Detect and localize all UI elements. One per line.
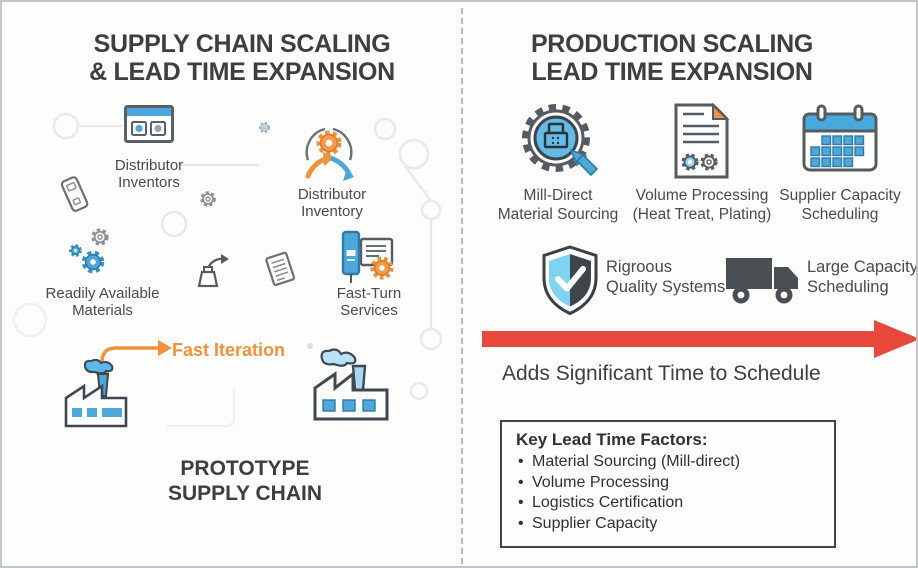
key-factors-box: Key Lead Time Factors: Material Sourcing… xyxy=(500,420,836,548)
gear-icon xyxy=(199,190,217,208)
label-line: Large Capacity xyxy=(807,258,918,276)
key-factor-item: Material Sourcing (Mill-direct) xyxy=(516,452,820,473)
gear-icon xyxy=(90,227,110,247)
factory-icon xyxy=(58,358,134,428)
label-mill-direct-sourcing: Mill-Direct Material Sourcing xyxy=(491,186,625,224)
sync-arrows-gear-icon xyxy=(299,124,359,182)
label-line: Quality Systems xyxy=(606,278,726,296)
label-line: Distributor xyxy=(297,186,367,203)
label-line: Readily Available xyxy=(45,285,160,302)
label-line: Volume Processing xyxy=(635,187,769,204)
key-factor-item: Supplier Capacity xyxy=(516,514,820,535)
label-line: Inventors xyxy=(118,174,180,191)
key-factors-heading: Key Lead Time Factors: xyxy=(516,430,708,449)
gear-icon xyxy=(80,249,106,275)
left-title-line1: SUPPLY CHAIN SCALING xyxy=(93,30,391,58)
server-certificate-icon xyxy=(338,230,396,286)
label-line: Mill-Direct xyxy=(523,187,593,204)
label-volume-processing: Volume Processing (Heat Treat, Plating) xyxy=(632,186,772,224)
label-line: Fast-Turn xyxy=(336,285,402,302)
panel-divider xyxy=(461,8,463,564)
label-fast-turn-services: Fast-Turn Services xyxy=(309,285,429,319)
label-line: Materials xyxy=(72,302,133,319)
label-line: Distributor xyxy=(114,157,184,174)
factory-icon xyxy=(305,340,395,422)
label-readily-available-materials: Readily Available Materials xyxy=(30,285,175,319)
timeline-arrow-bar xyxy=(482,331,876,347)
processing-document-icon xyxy=(671,102,731,180)
label-large-capacity-scheduling: Large Capacity Scheduling xyxy=(807,257,918,297)
timeline-arrow-head xyxy=(874,320,916,358)
right-title-line1: PRODUCTION SCALING xyxy=(530,30,814,58)
label-distributor-inventory: Distributor Inventory xyxy=(272,186,392,220)
gear-icon xyxy=(258,121,271,134)
fast-iteration-label: Fast Iteration xyxy=(172,340,286,360)
label-line: Rigroous xyxy=(606,258,673,276)
label-line: Supplier Capacity xyxy=(779,187,901,204)
label-rigorous-quality-systems: Rigroous Quality Systems xyxy=(606,257,736,297)
footer-line1: PROTOTYPE xyxy=(180,457,310,480)
flask-arrow-icon xyxy=(196,250,230,290)
phone-icon xyxy=(55,168,95,222)
left-panel-title: SUPPLY CHAIN SCALING & LEAD TIME EXPANSI… xyxy=(32,30,452,86)
truck-icon xyxy=(724,252,802,308)
label-line: Services xyxy=(340,302,398,319)
footer-line2: SUPPLY CHAIN xyxy=(167,482,323,505)
label-line: Scheduling xyxy=(801,206,879,223)
document-icon xyxy=(262,250,298,290)
label-line: Inventory xyxy=(301,203,363,220)
label-line: Material Sourcing xyxy=(497,206,619,223)
key-factor-item: Volume Processing xyxy=(516,473,820,494)
label-line: (Heat Treat, Plating) xyxy=(632,206,772,223)
left-title-line2: & LEAD TIME EXPANSION xyxy=(89,58,395,86)
label-line: Scheduling xyxy=(807,278,889,296)
left-panel-footer: PROTOTYPE SUPPLY CHAIN xyxy=(95,456,395,506)
label-supplier-capacity-scheduling: Supplier Capacity Scheduling xyxy=(773,186,907,224)
key-factor-item: Logistics Certification xyxy=(516,493,820,514)
right-panel-title: PRODUCTION SCALING LEAD TIME EXPANSION xyxy=(482,30,862,86)
gear-icon xyxy=(68,243,83,258)
calendar-icon xyxy=(801,104,879,174)
browser-window-icon xyxy=(124,105,174,143)
shield-check-icon xyxy=(539,244,601,316)
arrow-caption: Adds Significant Time to Schedule xyxy=(502,362,821,385)
gear-magnifier-icon xyxy=(518,100,600,184)
right-title-line2: LEAD TIME EXPANSION xyxy=(531,58,813,86)
label-distributor-inventors: Distributor Inventors xyxy=(89,157,209,191)
